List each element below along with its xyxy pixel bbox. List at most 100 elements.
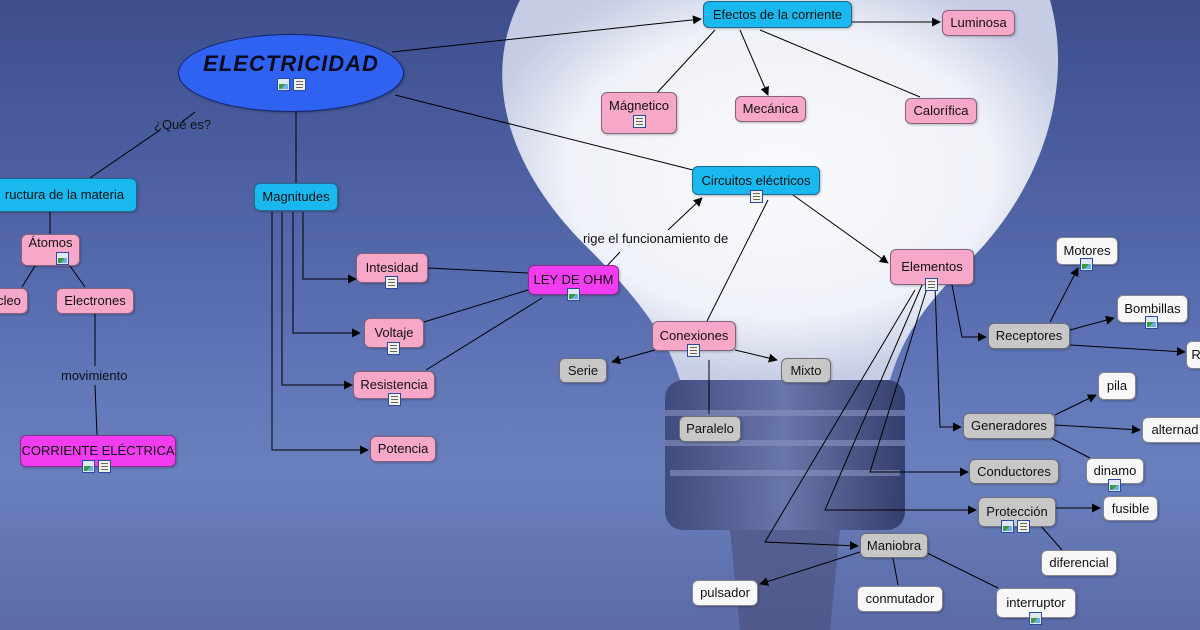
concept-bombillas[interactable]: Bombillas (1117, 295, 1188, 323)
concept-label: dinamo (1093, 463, 1137, 478)
image-icon[interactable] (1029, 612, 1042, 625)
document-icon[interactable] (387, 342, 400, 355)
concept-label: Conductores (977, 463, 1051, 479)
concept-label: pila (1106, 378, 1128, 393)
concept-generadores[interactable]: Generadores (963, 413, 1055, 439)
bombillas-icons (1145, 316, 1158, 329)
concept-label: alternad (1151, 422, 1199, 437)
concept-magnitudes[interactable]: Magnitudes (254, 183, 338, 211)
concept-label: Motores (1063, 243, 1111, 258)
concept-label: Intesidad (365, 260, 419, 275)
concept-label: Circuitos eléctricos (701, 172, 811, 188)
concept-receptores[interactable]: Receptores (988, 323, 1070, 349)
concept-label: conmutador (865, 591, 935, 606)
concept-label: ELECTRICIDAD (203, 50, 379, 76)
concept-r-truncated[interactable]: R (1186, 341, 1200, 369)
concept-conductores[interactable]: Conductores (969, 459, 1059, 484)
concept-mecanica[interactable]: Mecánica (735, 96, 806, 122)
conexiones-icons (687, 344, 700, 357)
concept-label: LEY DE OHM (533, 272, 614, 287)
concept-label: ructura de la materia (4, 187, 125, 202)
image-icon[interactable] (82, 460, 95, 473)
concept-conmutador[interactable]: conmutador (857, 586, 943, 612)
document-icon[interactable] (687, 344, 700, 357)
concept-label: Magnitudes (262, 189, 330, 204)
document-icon[interactable] (1017, 520, 1030, 533)
resistencia-icons (388, 393, 401, 406)
concept-label: Mixto (790, 362, 822, 378)
concept-label: fusible (1111, 500, 1150, 516)
concept-electricidad[interactable]: ELECTRICIDAD (178, 34, 404, 112)
concept-label: cleo (0, 293, 21, 308)
document-icon[interactable] (388, 393, 401, 406)
concept-maniobra[interactable]: Maniobra (860, 533, 928, 558)
intesidad-icons (385, 276, 398, 289)
concept-pulsador[interactable]: pulsador (692, 580, 758, 606)
concept-label: Potencia (377, 441, 429, 456)
concept-label: Bombillas (1124, 301, 1181, 316)
concept-label: Átomos (28, 235, 73, 250)
concept-magnetico[interactable]: Mágnetico (601, 92, 677, 134)
concept-alternador[interactable]: alternad (1142, 417, 1200, 443)
concept-label: Protección (986, 504, 1048, 519)
image-icon[interactable] (1145, 316, 1158, 329)
image-icon[interactable] (1080, 258, 1093, 271)
concept-luminosa[interactable]: Luminosa (942, 10, 1015, 36)
document-icon[interactable] (98, 460, 111, 473)
concept-pila[interactable]: pila (1098, 372, 1136, 400)
ley-ohm-icons (567, 288, 580, 301)
concept-serie[interactable]: Serie (559, 358, 607, 383)
concept-calorifica[interactable]: Calorífica (905, 98, 977, 124)
concept-label: Receptores (995, 328, 1063, 343)
concept-label: Conexiones (659, 328, 729, 343)
dinamo-icons (1108, 479, 1121, 492)
concept-electrones[interactable]: Electrones (56, 288, 134, 314)
concept-efectos-corriente[interactable]: Efectos de la corriente (703, 1, 852, 28)
concept-nucleo[interactable]: cleo (0, 288, 28, 314)
concept-fusible[interactable]: fusible (1103, 496, 1158, 521)
interruptor-icons (1029, 612, 1042, 625)
concept-paralelo[interactable]: Paralelo (679, 416, 741, 442)
concept-mixto[interactable]: Mixto (781, 358, 831, 383)
document-icon[interactable] (632, 115, 646, 128)
concept-estructura-materia[interactable]: ructura de la materia (0, 178, 137, 212)
concept-label: Efectos de la corriente (712, 6, 843, 22)
concept-label: interruptor (1006, 595, 1066, 610)
concept-label: Mágnetico (609, 98, 669, 113)
image-icon[interactable] (56, 252, 69, 265)
concept-label: Generadores (971, 418, 1047, 433)
concept-potencia[interactable]: Potencia (370, 436, 436, 462)
concept-label: Voltaje (374, 325, 414, 340)
document-icon[interactable] (925, 278, 938, 291)
voltaje-icons (387, 342, 400, 355)
image-icon[interactable] (276, 77, 290, 91)
image-icon[interactable] (567, 288, 580, 301)
document-icon[interactable] (750, 190, 763, 203)
concept-label: Mecánica (742, 101, 799, 116)
concept-label: Elementos (901, 259, 963, 274)
concept-label: Calorífica (913, 103, 969, 118)
concept-conexiones[interactable]: Conexiones (652, 321, 736, 351)
concept-label: Serie (567, 362, 599, 378)
concept-label: Paralelo (686, 421, 734, 436)
corriente-icons (82, 460, 111, 473)
concept-label: Resistencia (360, 377, 428, 392)
link-label-que-es: ¿Qué es? (154, 117, 212, 132)
concept-label: CORRIENTE ELÉCTRICA (21, 443, 175, 458)
concept-diferencial[interactable]: diferencial (1041, 550, 1117, 576)
document-icon[interactable] (292, 77, 306, 91)
motores-icons (1080, 258, 1093, 271)
link-label-movimiento: movimiento (61, 368, 128, 383)
image-icon[interactable] (1108, 479, 1121, 492)
elementos-icons (925, 278, 938, 291)
link-label-rige: rige el funcionamiento de (583, 231, 729, 246)
concept-label: Luminosa (950, 15, 1007, 30)
document-icon[interactable] (385, 276, 398, 289)
concept-label: diferencial (1049, 555, 1109, 570)
image-icon[interactable] (1001, 520, 1014, 533)
concept-label: Maniobra (866, 537, 922, 553)
concept-label: R (1191, 347, 1200, 362)
concept-atomos[interactable]: Átomos (21, 234, 80, 266)
